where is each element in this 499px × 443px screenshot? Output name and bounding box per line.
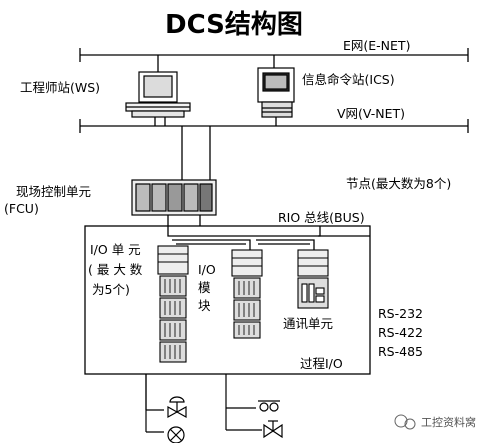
io-unit-label-line3: 为5个) bbox=[92, 282, 130, 297]
io-module-stack bbox=[231, 249, 263, 339]
io-unit-label-line1: I/O 单 元 bbox=[90, 242, 141, 257]
watermark-logo-icon bbox=[394, 414, 416, 430]
fcu-cabinet bbox=[131, 179, 217, 216]
io-unit-stack bbox=[157, 245, 189, 363]
io-module-label-line3: 块 bbox=[198, 298, 211, 313]
ics-label: 信息命令站(ICS) bbox=[302, 72, 395, 87]
process-io-label: 过程I/O bbox=[300, 356, 343, 371]
io-module-label-line1: I/O bbox=[198, 262, 216, 277]
fcu-label-line2: (FCU) bbox=[4, 201, 39, 216]
enet-label: E网(E-NET) bbox=[343, 38, 411, 53]
transmitter-icon bbox=[258, 400, 280, 412]
vnet-label: V网(V-NET) bbox=[337, 106, 406, 121]
diagram-title: DCS结构图 bbox=[165, 10, 303, 40]
io-module-label-line2: 模 bbox=[198, 280, 211, 295]
motor-icon bbox=[167, 426, 185, 443]
fcu-label-line1: 现场控制单元 bbox=[16, 184, 92, 199]
process-io-box bbox=[84, 225, 371, 375]
comm-unit-label: 通讯单元 bbox=[283, 316, 334, 331]
io-unit-label-line2: ( 最 大 数 bbox=[88, 262, 143, 277]
valve-icon bbox=[263, 420, 283, 439]
ics-terminal bbox=[257, 67, 295, 118]
comm-unit-box bbox=[297, 249, 329, 309]
rio-bus-label: RIO 总线(BUS) bbox=[278, 210, 365, 225]
watermark-text: 工控资料窝 bbox=[421, 416, 476, 429]
node-label: 节点(最大数为8个) bbox=[346, 176, 452, 191]
control-valve-icon bbox=[167, 396, 187, 419]
ws-computer bbox=[125, 71, 191, 118]
rs485-label: RS-485 bbox=[378, 344, 423, 359]
ws-label: 工程师站(WS) bbox=[20, 80, 101, 95]
rs422-label: RS-422 bbox=[378, 325, 423, 340]
rs232-label: RS-232 bbox=[378, 306, 423, 321]
